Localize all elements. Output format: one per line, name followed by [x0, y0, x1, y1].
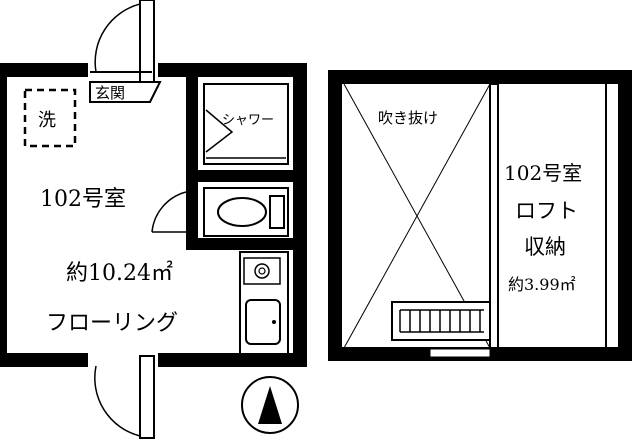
entrance-area: 玄関: [89, 81, 162, 103]
toilet-door-swing: [151, 191, 187, 233]
stove-icon: [243, 257, 281, 285]
loft-area: 約3.99㎡: [508, 275, 576, 294]
unit-room-number: 102号室: [40, 187, 126, 212]
loft-title-line1: ロフト: [515, 199, 578, 223]
unit-102-plan: 玄関 洗 シャワー: [0, 0, 307, 439]
loft-plan: 吹き抜け 102号室 ロフト 収納 約3.99㎡: [328, 70, 632, 361]
unit-area: 約10.24㎡: [66, 260, 173, 286]
washer-space: 洗: [23, 88, 77, 148]
entrance-label: 玄関: [95, 84, 125, 102]
kitchen-sink-icon: [245, 299, 281, 345]
loft-title-line2: 収納: [524, 235, 566, 259]
ladder-icon: [391, 301, 491, 341]
loft-room-number: 102号室: [504, 161, 582, 185]
north-arrow-icon: [241, 376, 299, 434]
loft-divider: [489, 83, 499, 349]
entrance-door: [90, 0, 155, 83]
shower-label: シャワー: [222, 113, 274, 128]
washer-label: 洗: [38, 110, 56, 131]
partition-vertical: [186, 76, 198, 246]
loft-window: [429, 348, 491, 358]
unit-flooring: フローリング: [46, 311, 178, 336]
partition-shower-bottom: [186, 170, 294, 182]
shower-room: シャワー: [203, 83, 289, 165]
partition-toilet-bottom: [186, 238, 294, 250]
toilet-icon: [203, 187, 289, 237]
void-label: 吹き抜け: [378, 109, 438, 127]
kitchen-counter: [239, 251, 289, 357]
bottom-door: [94, 355, 155, 439]
